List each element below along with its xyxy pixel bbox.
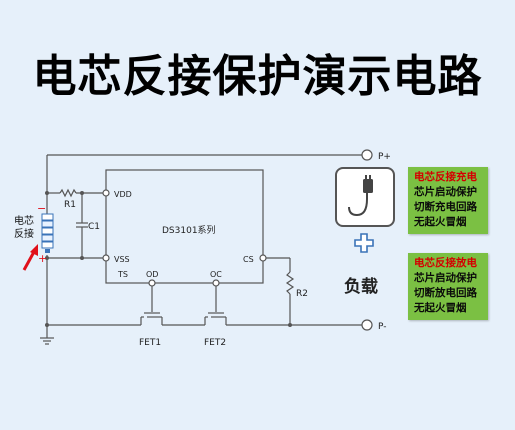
pin-ts-label: TS [117, 270, 128, 279]
pin-cs-label: CS [243, 255, 254, 264]
discharge-box-line: 切断放电回路 [414, 287, 477, 299]
discharge-box-line: 芯片启动保护 [414, 272, 477, 284]
charger-icon [335, 167, 395, 227]
c1-label: C1 [88, 222, 100, 232]
plus-icon [354, 233, 374, 253]
pin-oc [212, 279, 220, 287]
r1-label: R1 [64, 200, 76, 210]
charge-box-line: 芯片启动保护 [414, 186, 477, 198]
pin-vss [102, 254, 110, 262]
terminal-p-plus [361, 149, 373, 161]
terminal-p-minus [361, 319, 373, 331]
discharge-info-box: 电芯反接放电 芯片启动保护 切断放电回路 无起火冒烟 [408, 253, 488, 320]
battery-minus: − [37, 202, 46, 215]
charge-box-line: 无起火冒烟 [414, 216, 467, 228]
load-label: 负载 [344, 277, 378, 297]
pin-oc-label: OC [210, 270, 222, 279]
pin-cs [259, 254, 267, 262]
battery-label-line1: 电芯 [14, 214, 34, 227]
page-title: 电芯反接保护演示电路 [32, 51, 483, 102]
battery-icon [41, 213, 54, 253]
discharge-box-line: 无起火冒烟 [414, 302, 467, 314]
charge-info-box: 电芯反接充电 芯片启动保护 切断充电回路 无起火冒烟 [408, 167, 488, 234]
r2-label: R2 [296, 289, 308, 299]
fet2-label: FET2 [204, 338, 226, 348]
discharge-box-heading: 电芯反接放电 [414, 257, 477, 269]
pin-vdd [102, 189, 110, 197]
battery-plus: + [38, 252, 47, 265]
pin-vss-label: VSS [114, 255, 130, 264]
fet1-label: FET1 [139, 338, 161, 348]
p-minus-label: P- [378, 322, 386, 332]
pin-od [148, 279, 156, 287]
charge-box-line: 切断充电回路 [414, 201, 477, 213]
arrow-icon [22, 244, 38, 271]
pin-od-label: OD [146, 270, 158, 279]
battery-label-line2: 反接 [14, 227, 34, 240]
p-plus-label: P+ [378, 152, 391, 162]
ic-name: DS3101系列 [162, 224, 216, 236]
pin-vdd-label: VDD [114, 190, 132, 199]
charge-box-heading: 电芯反接充电 [414, 171, 477, 183]
